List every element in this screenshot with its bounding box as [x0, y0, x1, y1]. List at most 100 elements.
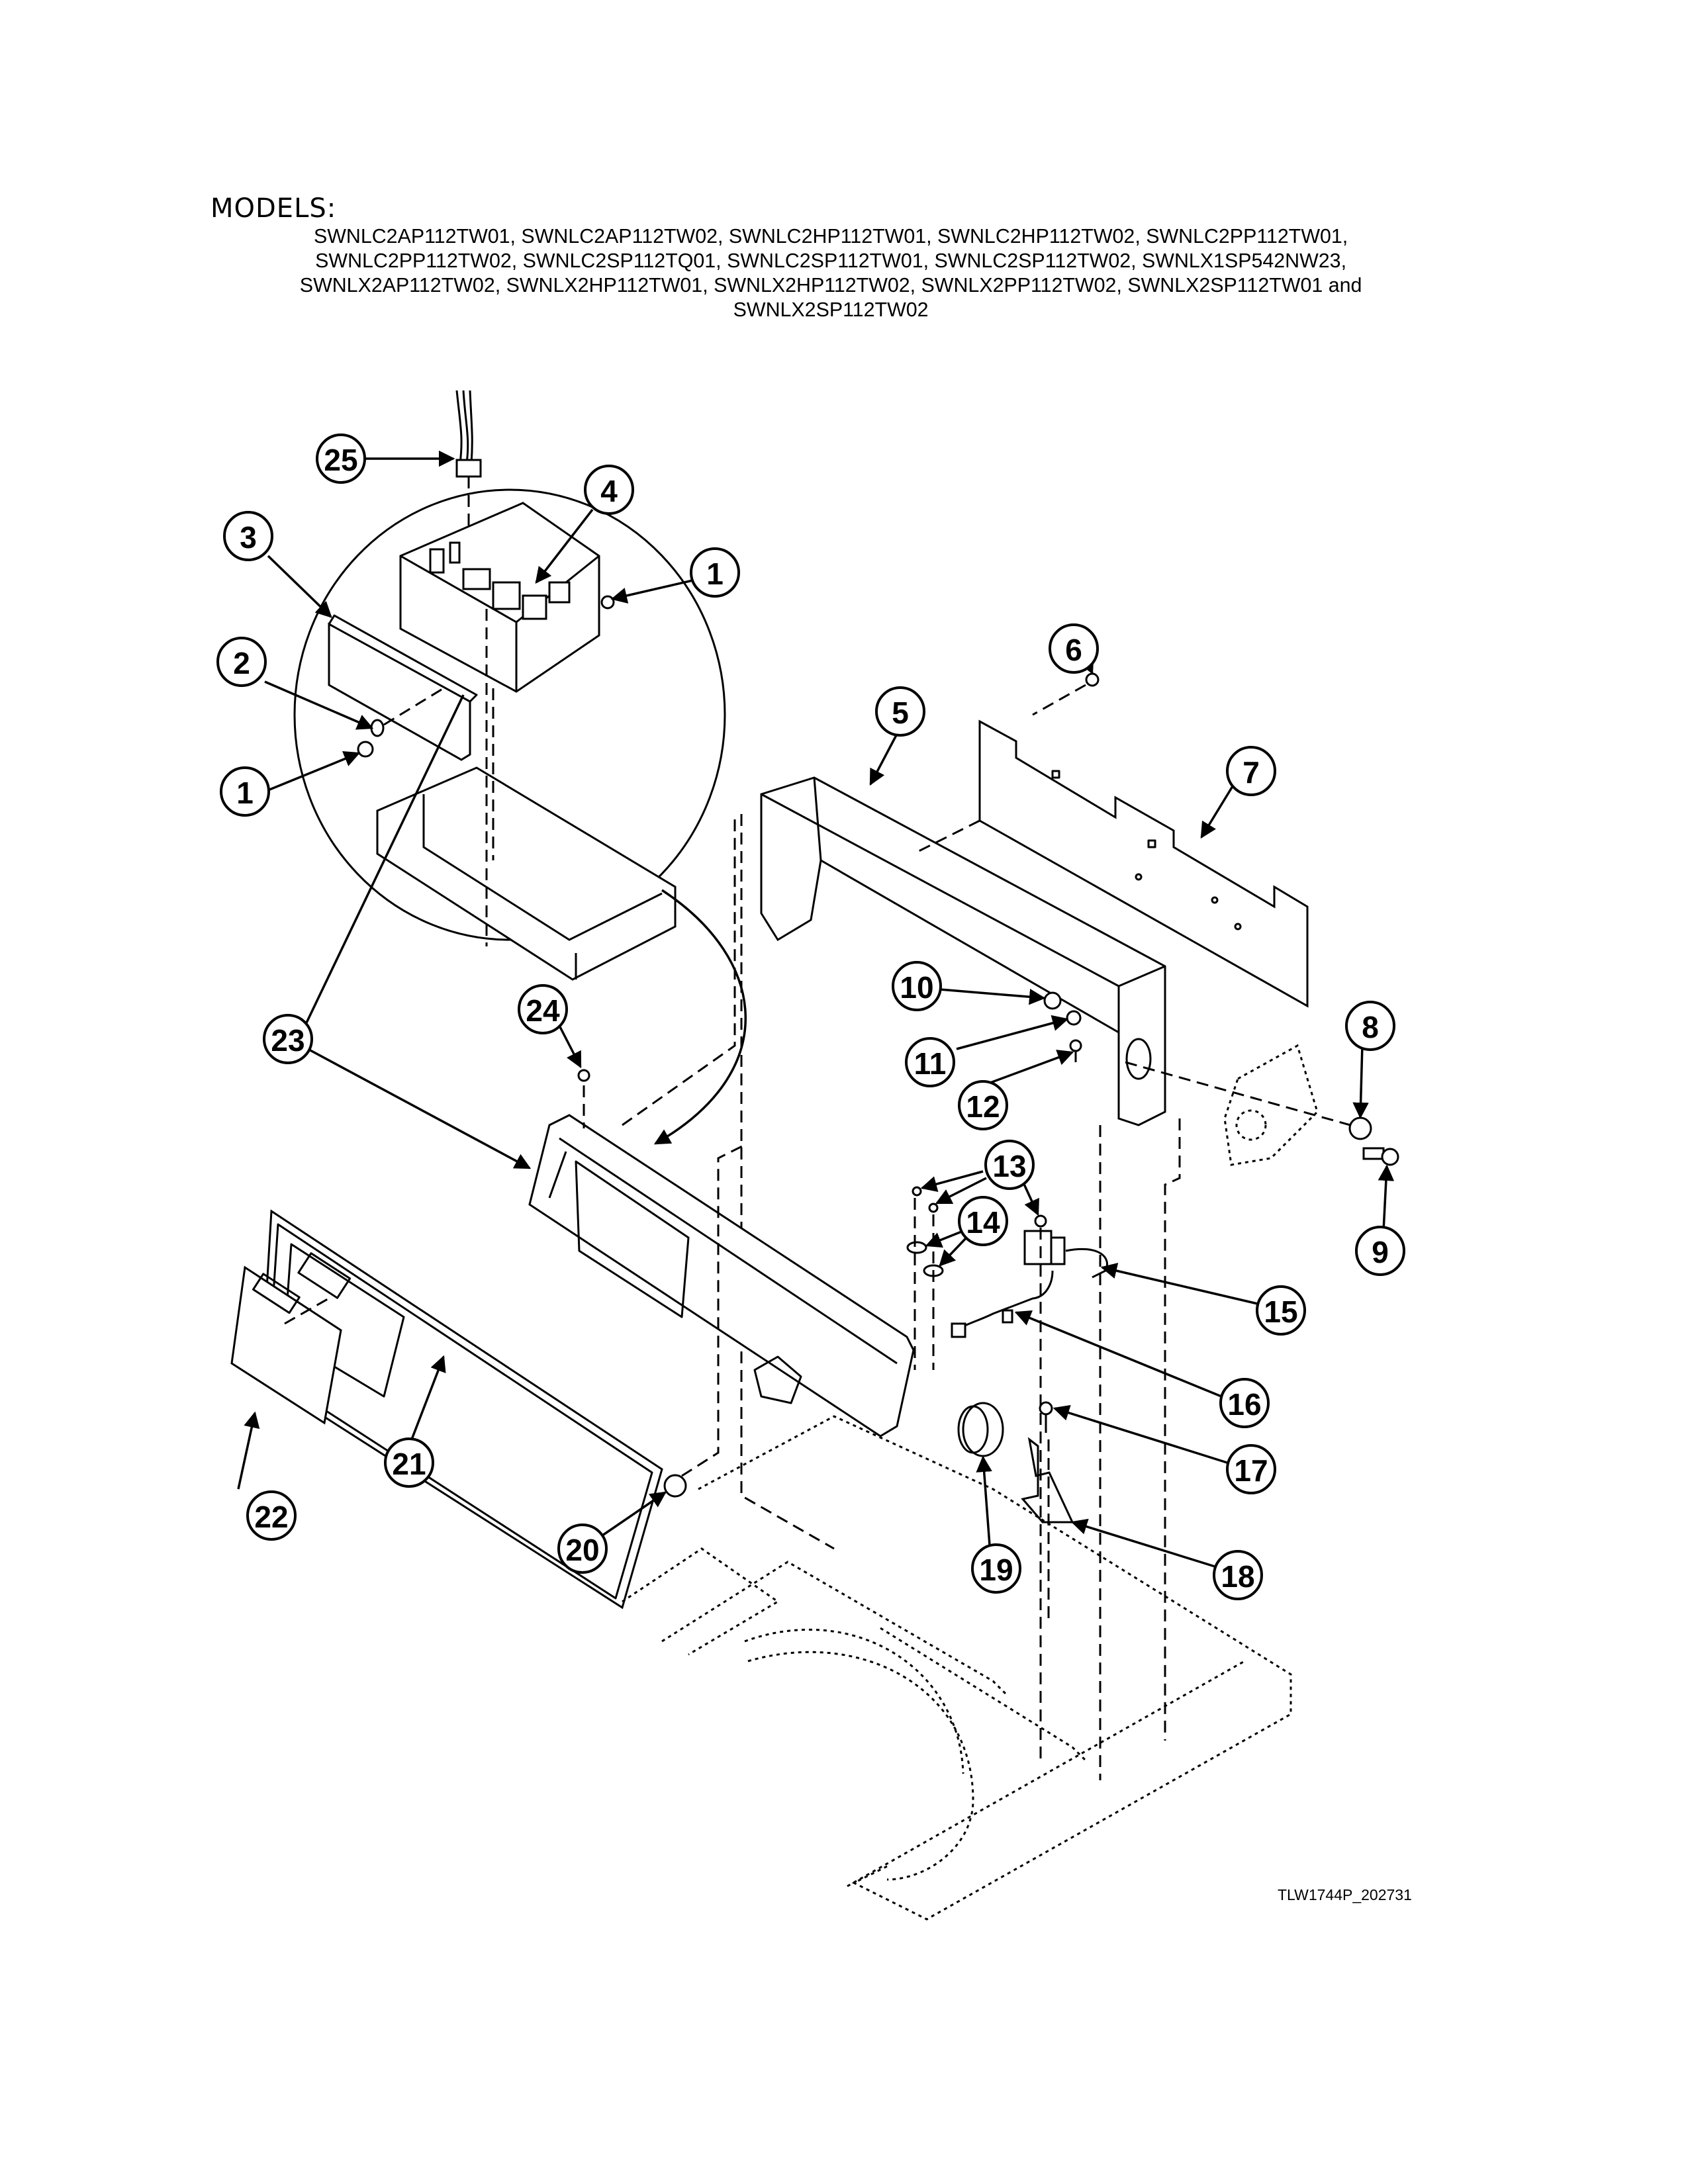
callout-8: 8 — [1345, 1001, 1395, 1051]
callout-circle — [1219, 1378, 1270, 1428]
console-front-panel — [528, 1114, 915, 1437]
callout-circle — [518, 984, 568, 1034]
wire-clip — [906, 1241, 927, 1254]
models-list: SWNLC2AP112TW01, SWNLC2AP112TW02, SWNLC2… — [185, 224, 1476, 322]
callout-circle — [1226, 1444, 1276, 1494]
callout-circle — [1049, 623, 1099, 674]
callout-number: 10 — [900, 970, 933, 1005]
timer-motor-outline — [1223, 1044, 1319, 1166]
callout-number: 9 — [1372, 1235, 1389, 1269]
callout-circle — [690, 547, 740, 598]
callout-14: 14 — [958, 1196, 1008, 1246]
callout-number: 18 — [1221, 1559, 1254, 1594]
callout-circle — [958, 1196, 1008, 1246]
callout-7: 7 — [1226, 746, 1276, 796]
callout-number: 11 — [914, 1046, 947, 1081]
callout-number: 8 — [1362, 1010, 1379, 1044]
callout-16: 16 — [1219, 1378, 1270, 1428]
knob — [663, 1474, 687, 1498]
callout-2: 2 — [216, 637, 267, 687]
callout-circle — [905, 1037, 955, 1087]
bolt — [1362, 1147, 1399, 1166]
board-housing — [376, 766, 677, 981]
callout-number: 20 — [565, 1533, 599, 1567]
callout-19: 19 — [971, 1543, 1021, 1594]
callout-circle — [246, 1490, 297, 1541]
callout-circle — [1355, 1226, 1405, 1276]
detail-link-arrow — [653, 889, 747, 1145]
callout-circle — [216, 637, 267, 687]
screw — [912, 1186, 922, 1197]
callout-21: 21 — [384, 1437, 434, 1488]
screw — [1085, 672, 1100, 687]
leader-lines — [237, 450, 1395, 1570]
callout-4: 4 — [584, 465, 634, 515]
callout-18: 18 — [1213, 1550, 1263, 1600]
models-line: SWNLC2AP112TW01, SWNLC2AP112TW02, SWNLC2… — [313, 224, 1348, 248]
screw — [1034, 1214, 1047, 1228]
callout-1: 1 — [690, 547, 740, 598]
hex-nut — [1043, 991, 1062, 1010]
callout-circle — [875, 686, 925, 737]
drawing-code: TLW1744P_202731 — [1278, 1886, 1412, 1903]
callout-circle — [1213, 1550, 1263, 1600]
console-frame — [760, 776, 1166, 1126]
callout-circle — [892, 961, 942, 1011]
callout-circle — [971, 1543, 1021, 1594]
washer — [370, 719, 385, 737]
callout-circle — [263, 1014, 313, 1064]
callout-24: 24 — [518, 984, 568, 1034]
cabinet-top-phantom — [622, 1415, 1292, 1921]
callout-20: 20 — [557, 1524, 608, 1574]
callout-number: 16 — [1227, 1387, 1261, 1422]
callout-circle — [958, 1080, 1008, 1130]
callout-number: 25 — [324, 443, 357, 477]
callout-25: 25 — [316, 433, 366, 484]
callout-3: 3 — [223, 511, 273, 561]
mounting-bracket — [328, 614, 478, 761]
callout-number: 12 — [966, 1089, 1000, 1124]
rear-control-panel — [978, 719, 1309, 1008]
callout-circle — [557, 1524, 608, 1574]
star-washer — [1348, 1116, 1372, 1140]
callout-number: 14 — [966, 1205, 1000, 1240]
callout-number: 4 — [600, 474, 618, 508]
selector-switch — [957, 1402, 1004, 1457]
callout-12: 12 — [958, 1080, 1008, 1130]
callout-circle — [984, 1140, 1035, 1190]
callout-13: 13 — [984, 1140, 1035, 1190]
callout-circle — [1226, 746, 1276, 796]
callout-circle — [223, 511, 273, 561]
screw — [1069, 1039, 1082, 1062]
callouts: 1123456789101112131415161718192021222324… — [216, 433, 1405, 1600]
callout-number: 21 — [392, 1447, 426, 1481]
screw — [928, 1203, 939, 1213]
callout-11: 11 — [905, 1037, 955, 1087]
callout-23: 23 — [263, 1014, 313, 1064]
screw — [1039, 1401, 1053, 1433]
callout-circle — [316, 433, 366, 484]
callout-number: 1 — [706, 557, 724, 591]
callout-5: 5 — [875, 686, 925, 737]
control-board — [399, 502, 600, 693]
callout-1: 1 — [220, 766, 270, 817]
models-heading: MODELS: — [211, 193, 337, 224]
callout-number: 13 — [992, 1149, 1026, 1183]
callout-number: 24 — [526, 993, 560, 1028]
callout-number: 3 — [240, 520, 257, 555]
callout-number: 2 — [233, 646, 250, 680]
callout-number: 19 — [979, 1553, 1013, 1587]
callout-number: 17 — [1234, 1453, 1268, 1488]
callout-number: 23 — [271, 1023, 305, 1058]
callout-number: 1 — [236, 776, 254, 810]
callout-15: 15 — [1256, 1285, 1306, 1336]
screw — [577, 1069, 590, 1082]
callout-number: 5 — [892, 696, 909, 730]
screw — [600, 595, 615, 610]
models-line: SWNLX2SP112TW02 — [733, 298, 929, 321]
callout-circle — [220, 766, 270, 817]
transformer — [1023, 1230, 1108, 1279]
models-line: SWNLC2PP112TW02, SWNLC2SP112TQ01, SWNLC2… — [315, 249, 1347, 272]
models-line: SWNLX2AP112TW02, SWNLX2HP112TW01, SWNLX2… — [299, 273, 1362, 296]
